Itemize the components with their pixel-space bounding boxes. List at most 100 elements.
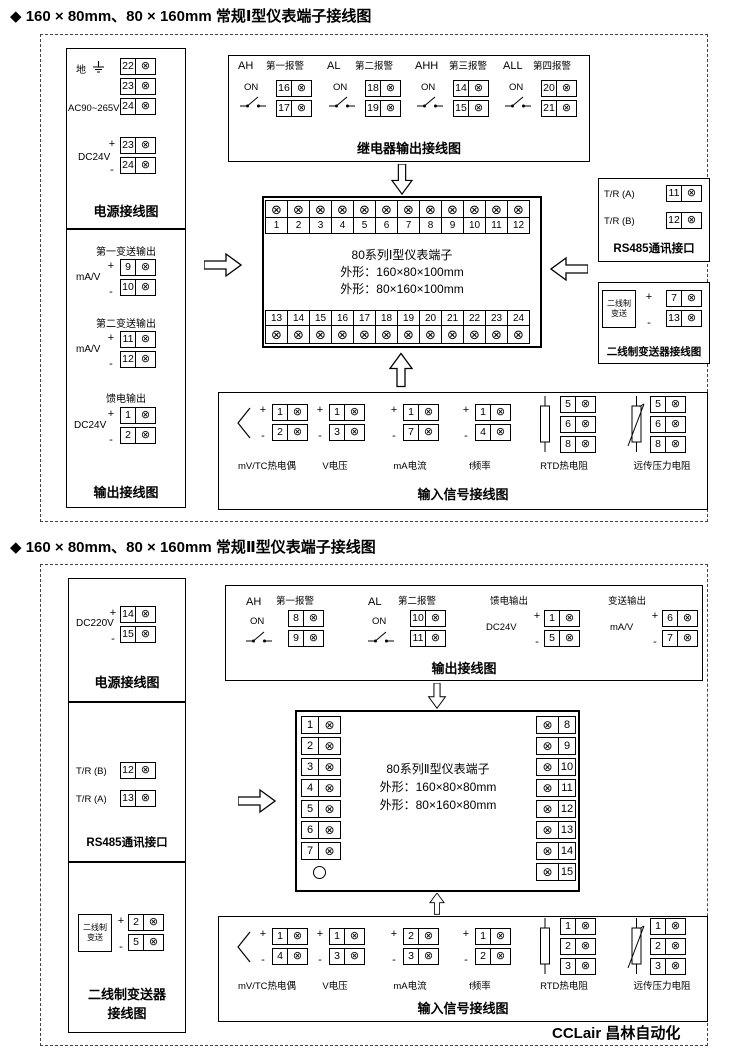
- minus-sign: -: [653, 636, 657, 648]
- terminal-number: 2: [273, 425, 288, 440]
- terminal: 3 ⊗: [560, 958, 596, 975]
- plus-sign: +: [259, 404, 267, 416]
- terminal-number: 6: [302, 822, 319, 838]
- terminal-number: 7: [663, 631, 678, 646]
- screw-icon: ⊗: [315, 327, 326, 342]
- terminal-number: 14: [121, 607, 136, 622]
- rs485-line-label: T/R (B): [604, 216, 635, 227]
- screw-icon: ⊗: [425, 327, 436, 342]
- input-group-label: V电压: [322, 461, 348, 472]
- device-label: 二线制: [607, 299, 631, 308]
- transmit-output-sub: mA/V: [610, 622, 634, 633]
- terminal-number: 12: [667, 213, 682, 228]
- polarity-marks: + -: [107, 139, 117, 176]
- screw-icon: ⊗: [542, 760, 553, 774]
- arrow-left-icon: [550, 256, 588, 282]
- transmitter-box-s2: [68, 862, 186, 1033]
- screw-icon: ⊗: [140, 139, 151, 151]
- terminal-number: 19: [366, 101, 381, 116]
- terminal: 24 ⊗: [120, 157, 156, 174]
- feed-output-label: 馈电输出: [490, 596, 529, 607]
- terminal-number: 2: [302, 738, 319, 754]
- terminal-number: 14: [558, 843, 575, 859]
- screw-icon: ⊗: [423, 950, 434, 962]
- terminal-number: 2: [121, 428, 136, 443]
- feed-terminal-stack: 1 ⊗ 5 ⊗: [544, 610, 580, 647]
- alarm3-terminal-stack: 14 ⊗ 15 ⊗: [453, 80, 489, 117]
- block-dim2: 外形：80×160×80mm: [379, 798, 497, 812]
- screw-icon: ⊗: [491, 327, 502, 342]
- screw-icon: ⊗: [564, 612, 575, 624]
- screw-icon: ⊗: [495, 406, 506, 418]
- terminal-number: 11: [667, 186, 682, 201]
- terminal-number: 24: [121, 99, 136, 114]
- arrow-down-icon: [424, 683, 450, 709]
- terminal-number: 5: [302, 801, 319, 817]
- terminal-number: 5: [651, 397, 666, 412]
- terminal: ⊗ 5: [353, 200, 376, 234]
- polarity-marks: + -: [389, 405, 399, 442]
- terminal: 1 ⊗: [544, 610, 580, 627]
- terminal: 11 ⊗: [410, 630, 446, 647]
- terminal-number: 10: [121, 280, 136, 295]
- screw-icon: ⊗: [140, 608, 151, 620]
- terminal-number: 2: [561, 939, 576, 954]
- terminal: 7 ⊗: [666, 290, 702, 307]
- switch-on-label: ON: [333, 82, 348, 93]
- screw-icon: ⊗: [140, 333, 151, 345]
- terminal-number: 3: [330, 425, 345, 440]
- thermocouple-icon: [234, 928, 252, 966]
- output-group-sub: mA/V: [76, 272, 101, 283]
- input-group-label: f频率: [469, 461, 491, 472]
- terminal: ⊗ 11: [485, 200, 508, 234]
- polarity-marks: + -: [116, 916, 126, 953]
- screw-icon: ⊗: [682, 612, 693, 624]
- screw-icon: ⊗: [423, 406, 434, 418]
- screw-icon: ⊗: [324, 802, 335, 816]
- minus-sign: -: [119, 941, 123, 953]
- terminal: 16 ⊗: [276, 80, 312, 97]
- screw-icon: ⊗: [670, 940, 681, 952]
- terminal-number: 9: [121, 260, 136, 275]
- terminal: 3 ⊗: [403, 948, 439, 965]
- terminal-number: 2: [476, 949, 491, 964]
- terminal: 4 ⊗: [301, 779, 341, 797]
- screw-icon: ⊗: [292, 930, 303, 942]
- relay-contact-icon: [244, 628, 274, 644]
- input-group-label: mA电流: [393, 461, 427, 472]
- terminal: ⊗ 12: [536, 800, 576, 818]
- relay-contact-icon: [238, 93, 268, 109]
- terminal-number: 7: [404, 425, 419, 440]
- screw-icon: ⊗: [148, 936, 159, 948]
- terminal-number: 8: [561, 437, 576, 452]
- relay-contact-icon: [366, 628, 396, 644]
- terminal-number: 6: [383, 220, 390, 231]
- terminal: 2 ⊗: [560, 938, 596, 955]
- ma-terminal-stack: 1 ⊗ 7 ⊗: [403, 404, 439, 441]
- screw-icon: ⊗: [473, 102, 484, 114]
- rtd-terminal-stack: 1 ⊗ 2 ⊗ 3 ⊗: [560, 918, 596, 975]
- terminal: 3 ⊗: [329, 424, 365, 441]
- screw-icon: ⊗: [140, 60, 151, 72]
- alarm2-terminal-stack: 18 ⊗ 19 ⊗: [365, 80, 401, 117]
- freq-terminal-stack: 1 ⊗ 2 ⊗: [475, 928, 511, 965]
- screw-icon: ⊗: [686, 292, 697, 304]
- terminal: 13 ⊗: [120, 790, 156, 807]
- screw-icon: ⊗: [349, 426, 360, 438]
- minus-sign: -: [535, 636, 539, 648]
- terminal: 3 ⊗: [301, 758, 341, 776]
- screw-icon: ⊗: [376, 201, 397, 218]
- terminal: 5 ⊗: [544, 630, 580, 647]
- output-group-label: 馈电输出: [106, 394, 146, 405]
- terminal: 12 ⊗: [666, 212, 702, 229]
- screw-icon: ⊗: [140, 409, 151, 421]
- transmitter-box-title2: 接线图: [107, 1006, 147, 1021]
- screw-icon: ⊗: [140, 80, 151, 92]
- rs485-box-title: RS485通讯接口: [613, 243, 695, 255]
- block-title: 80系列Ⅰ型仪表端子: [351, 248, 453, 262]
- terminal-number: 23: [121, 138, 136, 153]
- terminal-column-left: 1 ⊗ 2 ⊗ 3 ⊗ 4 ⊗ 5 ⊗ 6: [301, 716, 341, 860]
- terminal: 19 ⊗: [397, 310, 420, 344]
- terminal-number: 12: [558, 801, 575, 817]
- minus-sign: -: [392, 954, 396, 966]
